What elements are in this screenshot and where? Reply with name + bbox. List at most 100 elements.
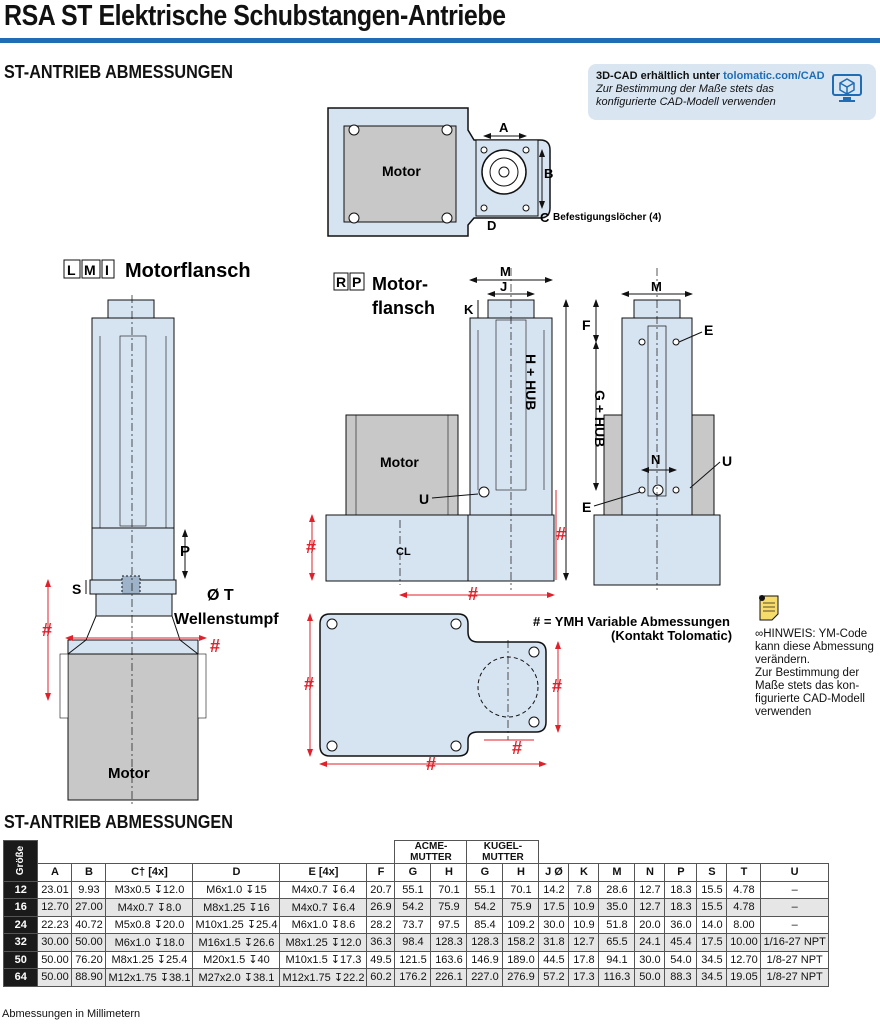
table-cell: 45.4 [664,933,698,952]
size-cell: 24 [2,915,39,934]
h-hub-label: H + HUB [523,354,539,410]
table-cell: M4x0.7 ↧8.0 [105,898,194,917]
footnote: Abmessungen in Millimetern [2,1008,141,1020]
cad-note-1: Zur Bestimmung der Maße stets das [596,83,774,95]
svg-text:M: M [84,262,96,278]
svg-text:B: B [544,166,553,181]
svg-text:D: D [487,218,496,233]
rp-label: R P Motor- flansch [333,272,435,318]
column-header: N [634,863,666,882]
table-cell: 17.8 [568,950,600,969]
svg-text:C: C [540,210,550,225]
table-cell: 26.9 [366,898,396,917]
table-cell: 50.00 [71,933,107,952]
table-cell: 60.2 [366,968,396,987]
table-cell: 23.01 [37,880,73,899]
table-cell: 70.1 [502,880,540,899]
svg-text:E: E [704,322,713,338]
table-cell: 10.00 [726,933,762,952]
lmi-motor-label: Motor [108,765,150,782]
table-cell: 27.00 [71,898,107,917]
table-cell: 15.5 [696,898,728,917]
cad-link[interactable]: tolomatic.com/CAD [723,70,825,82]
shaft-label: Ø T [207,587,234,604]
table-cell: 17.5 [538,898,570,917]
svg-text:Wellenstumpf: Wellenstumpf [174,611,279,628]
lmi-title: Motorflansch [125,260,251,282]
table-cell: M6x1.0 ↧8.6 [279,915,368,934]
table-cell: 34.5 [696,950,728,969]
svg-text:U: U [419,491,429,507]
table-cell: 12.70 [726,950,762,969]
table-cell: 54.0 [664,950,698,969]
lmi-view: Motor P S # # Ø T Wellenstumpf [42,295,279,805]
svg-text:#: # [512,738,522,758]
table-cell: 1/16-27 NPT [760,933,829,952]
table-cell: M5x0.8 ↧20.0 [105,915,194,934]
table-cell: 65.5 [598,933,636,952]
table-cell: M12x1.75 ↧38.1 [105,968,194,987]
table-cell: 40.72 [71,915,107,934]
table-cell: 12.70 [37,898,73,917]
table-cell: 51.8 [598,915,636,934]
svg-text:CL: CL [396,546,411,558]
table-cell: 276.9 [502,968,540,987]
table-cell: 128.3 [430,933,468,952]
table-cell: 28.2 [366,915,396,934]
column-header: P [664,863,698,882]
table-cell: 36.0 [664,915,698,934]
size-cell: 64 [2,968,39,987]
table-cell: M27x2.0 ↧38.1 [192,968,281,987]
table-cell: 70.1 [430,880,468,899]
column-header: J Ø [538,863,570,882]
table-cell: 19.05 [726,968,762,987]
svg-text:M: M [651,279,662,294]
title-rule [0,38,880,43]
table-cell: 12.7 [568,933,600,952]
size-cell: 32 [2,933,39,952]
table-cell: 88.3 [664,968,698,987]
table-cell: M4x0.7 ↧6.4 [279,880,368,899]
table-cell: 30.0 [634,950,666,969]
column-header: F [366,863,396,882]
table-cell: 97.5 [430,915,468,934]
table-cell: 76.20 [71,950,107,969]
rp-side-view: Motor CL M J K H + HUB # # # U [306,264,569,604]
svg-text:#: # [426,754,436,774]
table-cell: 31.8 [538,933,570,952]
table-cell: 1/8-27 NPT [760,968,829,987]
table-cell: M8x1.25 ↧25.4 [105,950,194,969]
kugel-header: KUGEL-MUTTER [466,840,540,864]
table-cell: 50.0 [634,968,666,987]
table-cell: 189.0 [502,950,540,969]
svg-text:M: M [500,264,511,279]
column-header: K [568,863,600,882]
table-cell: 109.2 [502,915,540,934]
table-cell: 28.6 [598,880,636,899]
table-cell: 30.00 [37,933,73,952]
svg-text:S: S [72,581,81,597]
g-hub-label: G + HUB [592,390,608,447]
table-cell: 73.7 [394,915,432,934]
table-cell: – [760,915,829,934]
svg-text:#: # [552,676,562,696]
table-cell: 49.5 [366,950,396,969]
svg-text:flansch: flansch [372,298,435,318]
table-cell: 55.1 [466,880,504,899]
svg-text:F: F [582,317,591,333]
svg-text:I: I [105,262,109,278]
note-icon [759,595,779,621]
dimension-drawing: Motor A B D C Befestigungslöcher (4) L M… [42,107,779,805]
rp-front-view: M F G + HUB N E U E [582,268,732,590]
table-cell: M8x1.25 ↧12.0 [279,933,368,952]
table-cell: 4.78 [726,880,762,899]
column-header: H [430,863,468,882]
svg-text:(Kontakt Tolomatic): (Kontakt Tolomatic) [611,628,732,643]
footprint-view: # # # # # = YMH Variable Abmessungen (Ko… [304,613,732,774]
table-cell: M6x1.0 ↧15 [192,880,281,899]
table-cell: M4x0.7 ↧6.4 [279,898,368,917]
